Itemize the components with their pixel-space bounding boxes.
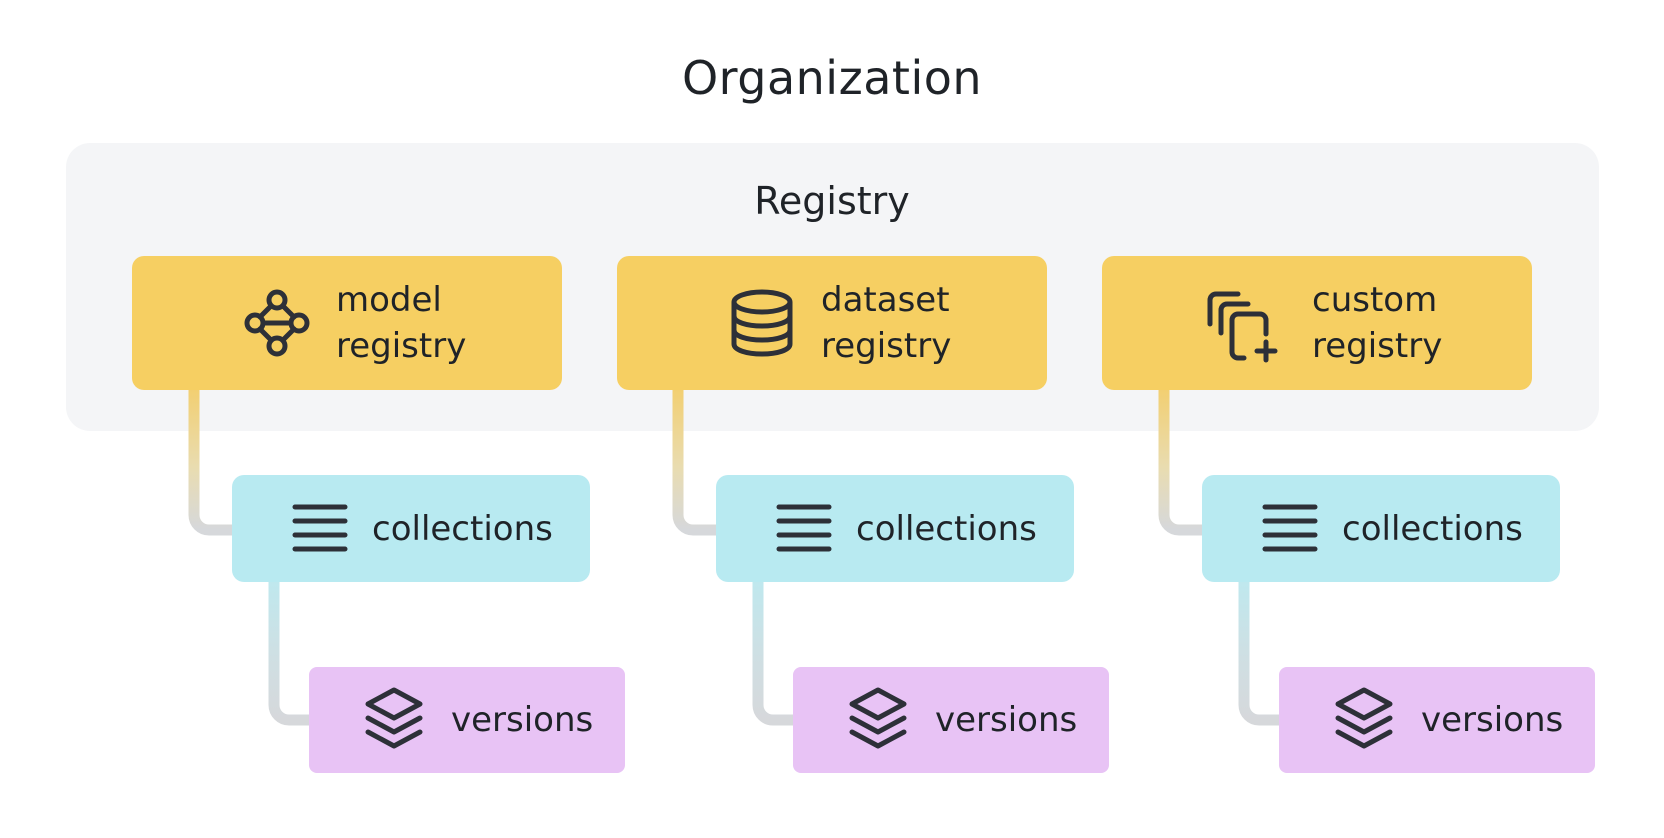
list-lines-icon [776, 501, 832, 557]
connector-model-to-collections [188, 384, 241, 536]
stacked-squares-plus-icon [1202, 288, 1282, 363]
collections-box-2: collections [716, 475, 1074, 582]
connector-custom-to-collections [1158, 384, 1211, 536]
versions-label-3: versions [1421, 700, 1564, 740]
stacked-layers-icon [363, 686, 425, 754]
list-lines-icon [1262, 501, 1318, 557]
neural-network-icon [244, 288, 310, 358]
dataset-registry-box: dataset registry [617, 256, 1047, 390]
versions-box-2: versions [793, 667, 1109, 773]
registry-title: Registry [754, 179, 910, 223]
connector-collections-to-versions-2 [752, 576, 802, 726]
versions-box-3: versions [1279, 667, 1595, 773]
versions-label-2: versions [935, 700, 1078, 740]
collections-label-1: collections [372, 508, 553, 549]
collections-label-2: collections [856, 508, 1037, 549]
database-icon [729, 288, 795, 358]
connector-collections-to-versions-1 [268, 576, 318, 726]
collections-label-3: collections [1342, 508, 1523, 549]
model-registry-box: model registry [132, 256, 562, 390]
versions-label-1: versions [451, 700, 594, 740]
custom-registry-label: custom registry [1312, 280, 1443, 366]
model-registry-label: model registry [336, 280, 467, 366]
collections-box-3: collections [1202, 475, 1560, 582]
connector-collections-to-versions-3 [1238, 576, 1288, 726]
stacked-layers-icon [1333, 686, 1395, 754]
organization-title: Organization [681, 51, 983, 105]
list-lines-icon [292, 501, 348, 557]
custom-registry-box: custom registry [1102, 256, 1532, 390]
connector-dataset-to-collections [672, 384, 725, 536]
versions-box-1: versions [309, 667, 625, 773]
dataset-registry-label: dataset registry [821, 280, 952, 366]
stacked-layers-icon [847, 686, 909, 754]
collections-box-1: collections [232, 475, 590, 582]
